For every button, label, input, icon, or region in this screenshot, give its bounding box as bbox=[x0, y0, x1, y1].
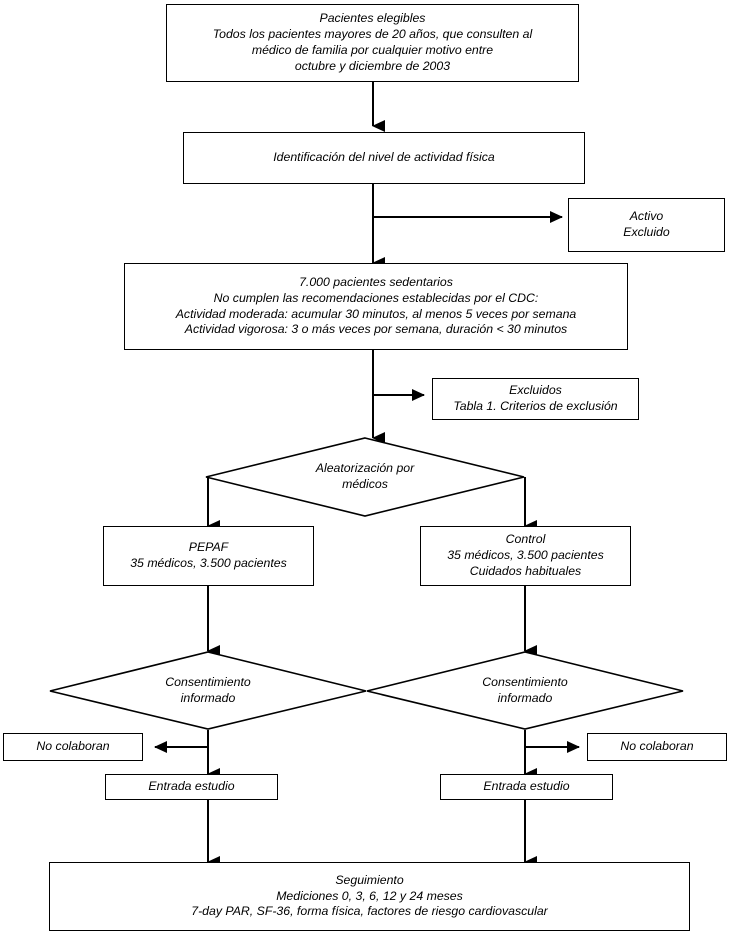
node-pacientes-sedentarios: 7.000 pacientes sedentarios No cumplen l… bbox=[124, 263, 628, 350]
node-control: Control 35 médicos, 3.500 pacientes Cuid… bbox=[420, 526, 631, 586]
diamond-shape bbox=[49, 651, 367, 730]
diamond-shape bbox=[366, 651, 684, 730]
diamond-shape bbox=[205, 437, 525, 517]
node-consentimiento-informado-izquierda: Consentimiento informado bbox=[49, 651, 367, 730]
node-identificacion-nivel-actividad: Identificación del nivel de actividad fí… bbox=[183, 132, 585, 184]
node-label: Aleatorización por médicos bbox=[315, 461, 415, 491]
node-aleatorizacion-por-medicos: Aleatorización por médicos bbox=[205, 437, 525, 517]
node-pepaf: PEPAF 35 médicos, 3.500 pacientes bbox=[103, 526, 314, 586]
node-pacientes-elegibles: Pacientes elegibles Todos los pacientes … bbox=[166, 4, 579, 82]
node-label: Consentimiento informado bbox=[482, 674, 568, 705]
node-no-colaboran-derecha: No colaboran bbox=[587, 733, 727, 761]
node-entrada-estudio-izquierda: Entrada estudio bbox=[105, 774, 278, 800]
node-label: Consentimiento informado bbox=[165, 674, 251, 705]
node-seguimiento: Seguimiento Mediciones 0, 3, 6, 12 y 24 … bbox=[49, 862, 690, 931]
node-consentimiento-informado-derecha: Consentimiento informado bbox=[366, 651, 684, 730]
node-activo-excluido: Activo Excluido bbox=[568, 198, 725, 252]
node-no-colaboran-izquierda: No colaboran bbox=[3, 733, 143, 761]
node-excluidos-tabla: Excluidos Tabla 1. Criterios de exclusió… bbox=[432, 378, 639, 420]
node-entrada-estudio-derecha: Entrada estudio bbox=[440, 774, 613, 800]
